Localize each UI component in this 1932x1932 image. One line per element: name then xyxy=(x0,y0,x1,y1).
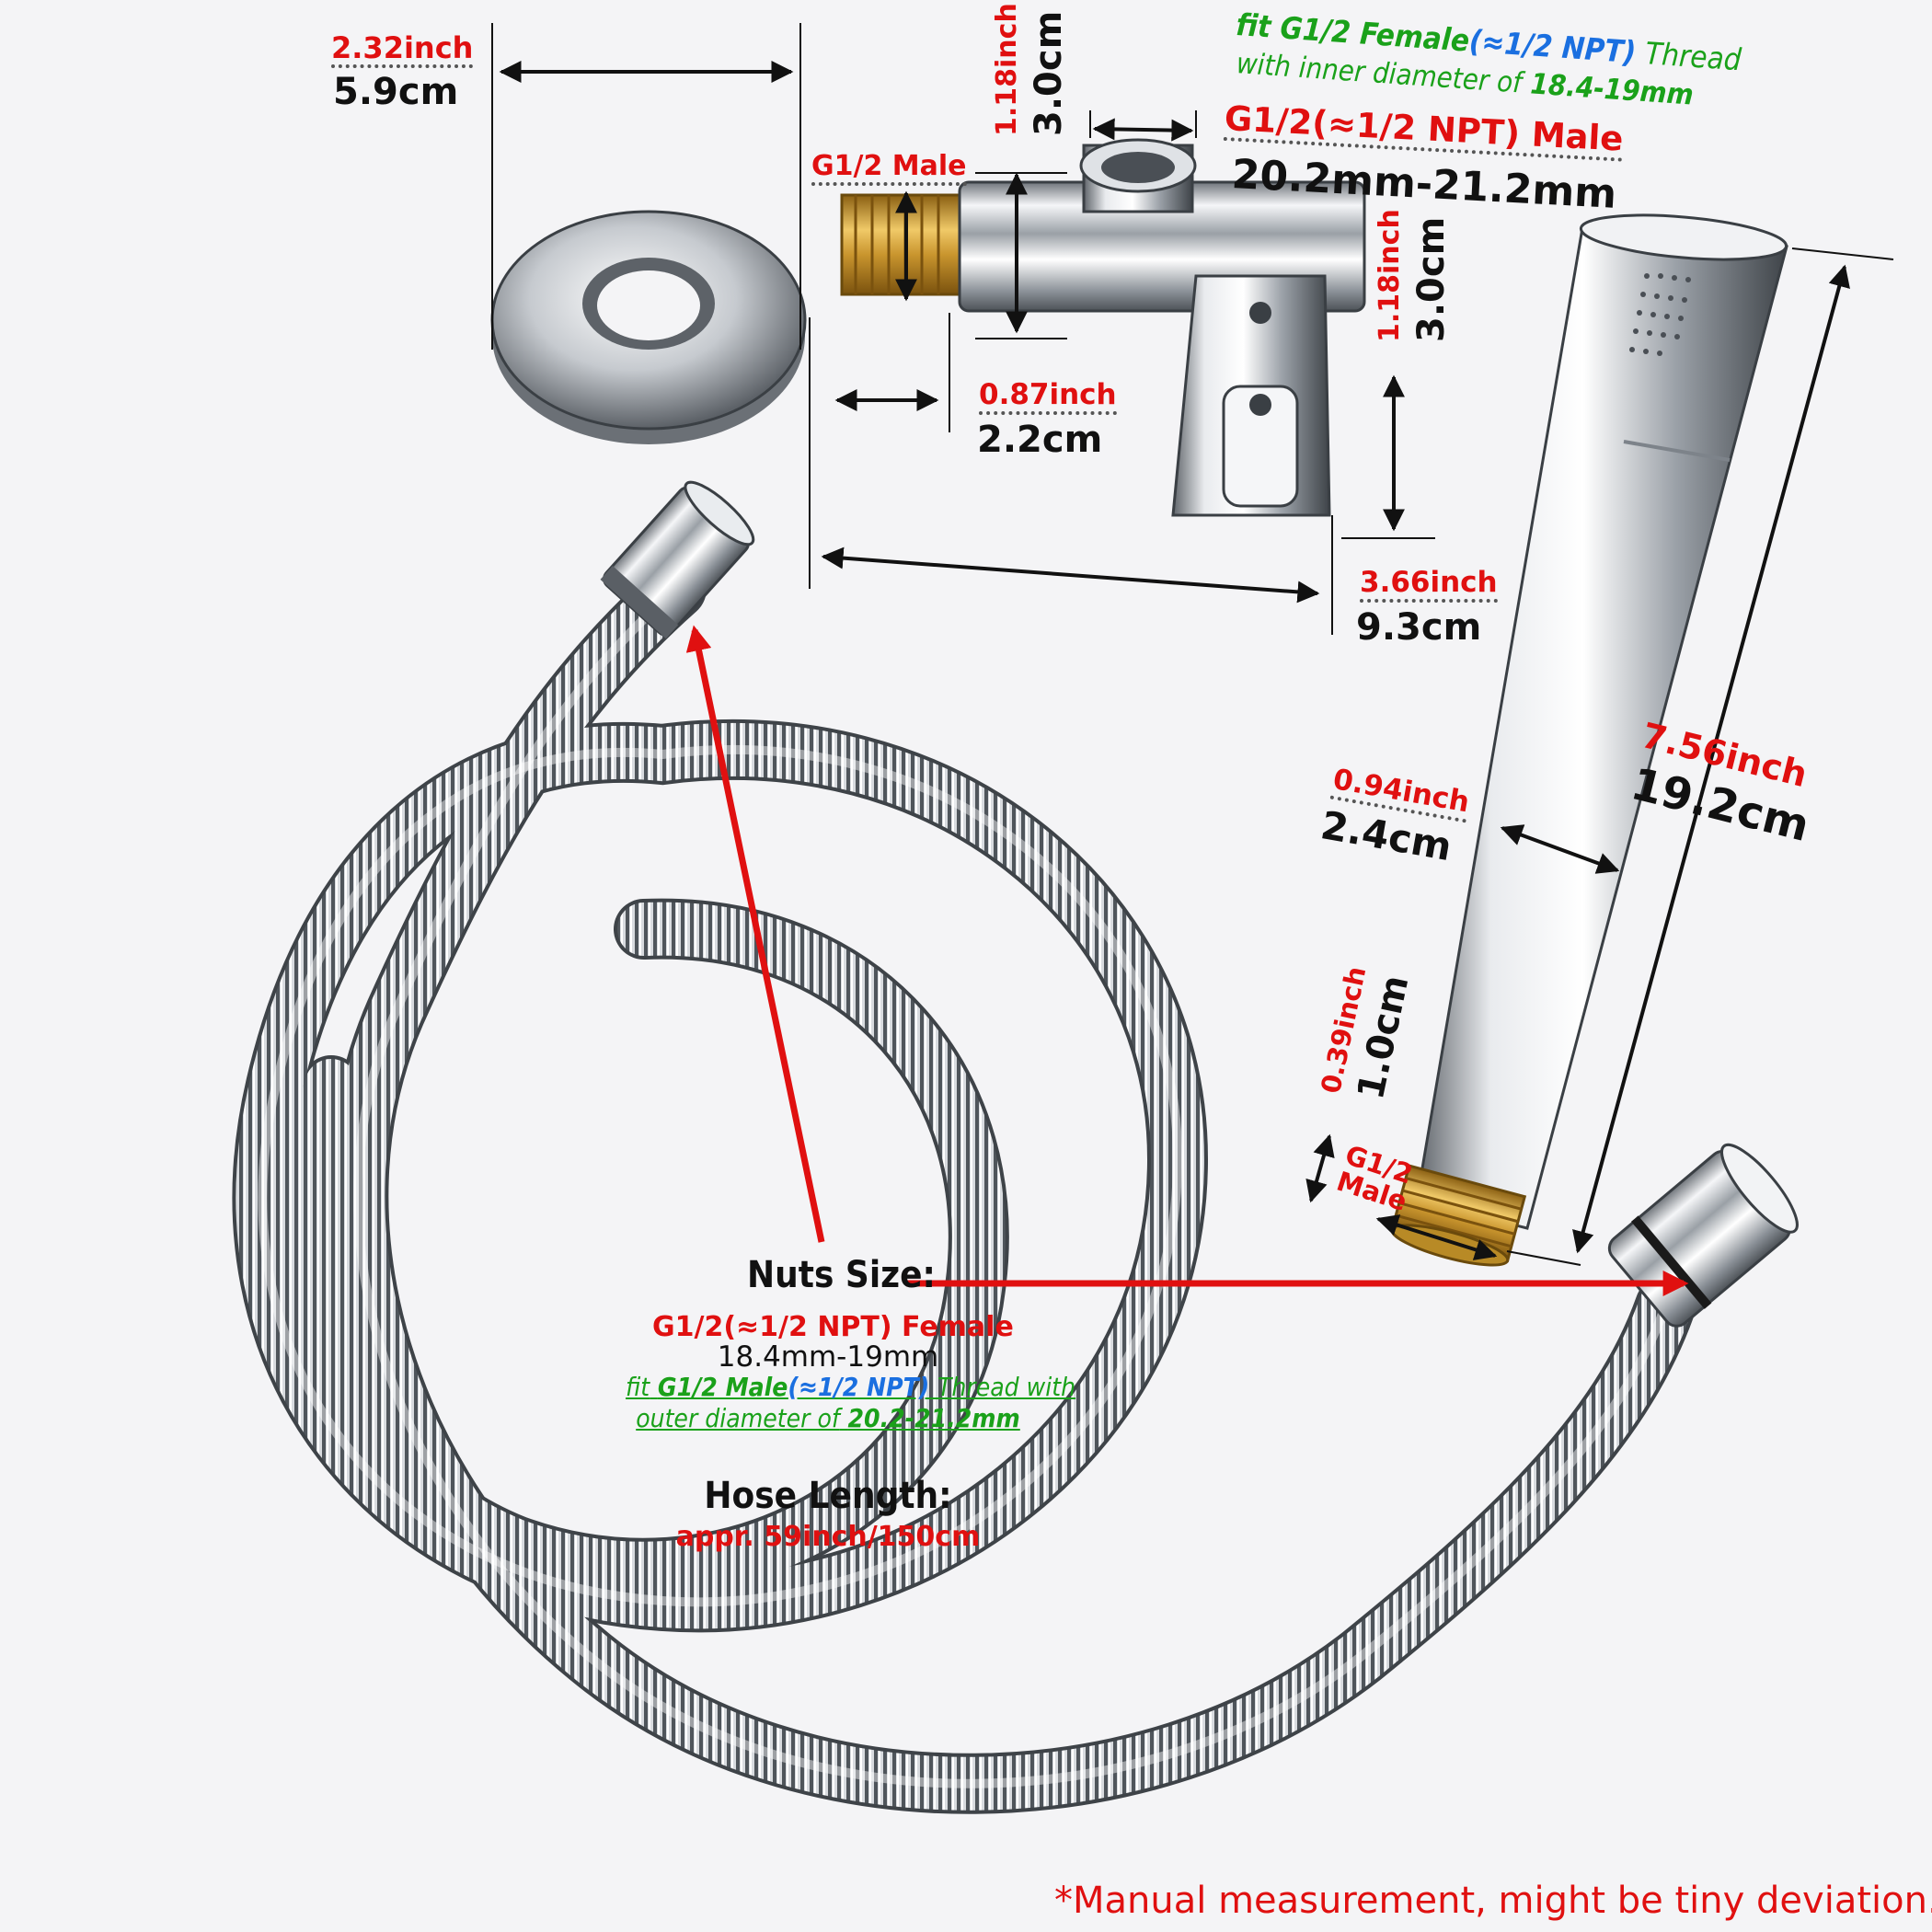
shower-hose xyxy=(232,558,1696,1814)
hose-nuts-title: Nuts Size: xyxy=(747,1254,936,1296)
wall-flange xyxy=(490,210,807,444)
dimension-lines xyxy=(491,23,1894,1266)
hose-fit-line2-text: outer diameter of xyxy=(636,1403,840,1433)
hose-fit-line1: fit G1/2 Male(≈1/2 NPT) Thread with xyxy=(626,1372,1075,1402)
hose-fit-prefix: fit xyxy=(626,1372,650,1402)
holder-thread-length-cm: 2.2cm xyxy=(977,419,1103,461)
nut-callout-arrows xyxy=(685,625,1689,1296)
hose-length-value: appr. 59inch/150cm xyxy=(675,1521,981,1553)
hose-fit-line2: outer diameter of 20.2-21.2mm xyxy=(626,1406,1030,1432)
hose-fit-suffix: Thread with xyxy=(937,1372,1076,1402)
holder-outlet-fit-prefix: fit xyxy=(1235,6,1272,45)
holder-outlet-fit-suffix: Thread xyxy=(1644,35,1742,78)
holder-valve xyxy=(840,138,1366,517)
holder-inlet-height-inch: 1.18inch xyxy=(991,3,1023,136)
hose-nut-bottom xyxy=(1607,1143,1799,1328)
hose-fit-value: 20.2-21.2mm xyxy=(847,1403,1020,1433)
hose-nuts-diameter: 18.4mm-19mm xyxy=(717,1340,939,1374)
flange-width-cm: 5.9cm xyxy=(333,71,459,113)
hose-length-title: Hose Length: xyxy=(704,1475,952,1517)
hose-fit-thread: G1/2 Male xyxy=(657,1372,788,1402)
hose-nut-top xyxy=(600,480,755,639)
holder-clip-height-inch: 1.18inch xyxy=(1374,209,1406,342)
holder-inlet-label: G1/2 Male xyxy=(811,153,967,186)
footnote: *Manual measurement, might be tiny devia… xyxy=(1054,1880,1932,1922)
holder-clip-height-cm: 3.0cm xyxy=(1410,216,1453,342)
hose-fit-npt: (≈1/2 NPT) xyxy=(788,1372,930,1402)
hose-nuts-spec: G1/2(≈1/2 NPT) Female xyxy=(652,1311,1014,1343)
holder-inlet-height-cm: 3.0cm xyxy=(1028,10,1070,136)
flange-width-inch: 2.32inch xyxy=(331,33,474,68)
holder-thread-length-inch: 0.87inch xyxy=(979,381,1117,415)
holder-total-length-cm: 9.3cm xyxy=(1356,606,1482,649)
holder-total-length-inch: 3.66inch xyxy=(1360,569,1498,603)
